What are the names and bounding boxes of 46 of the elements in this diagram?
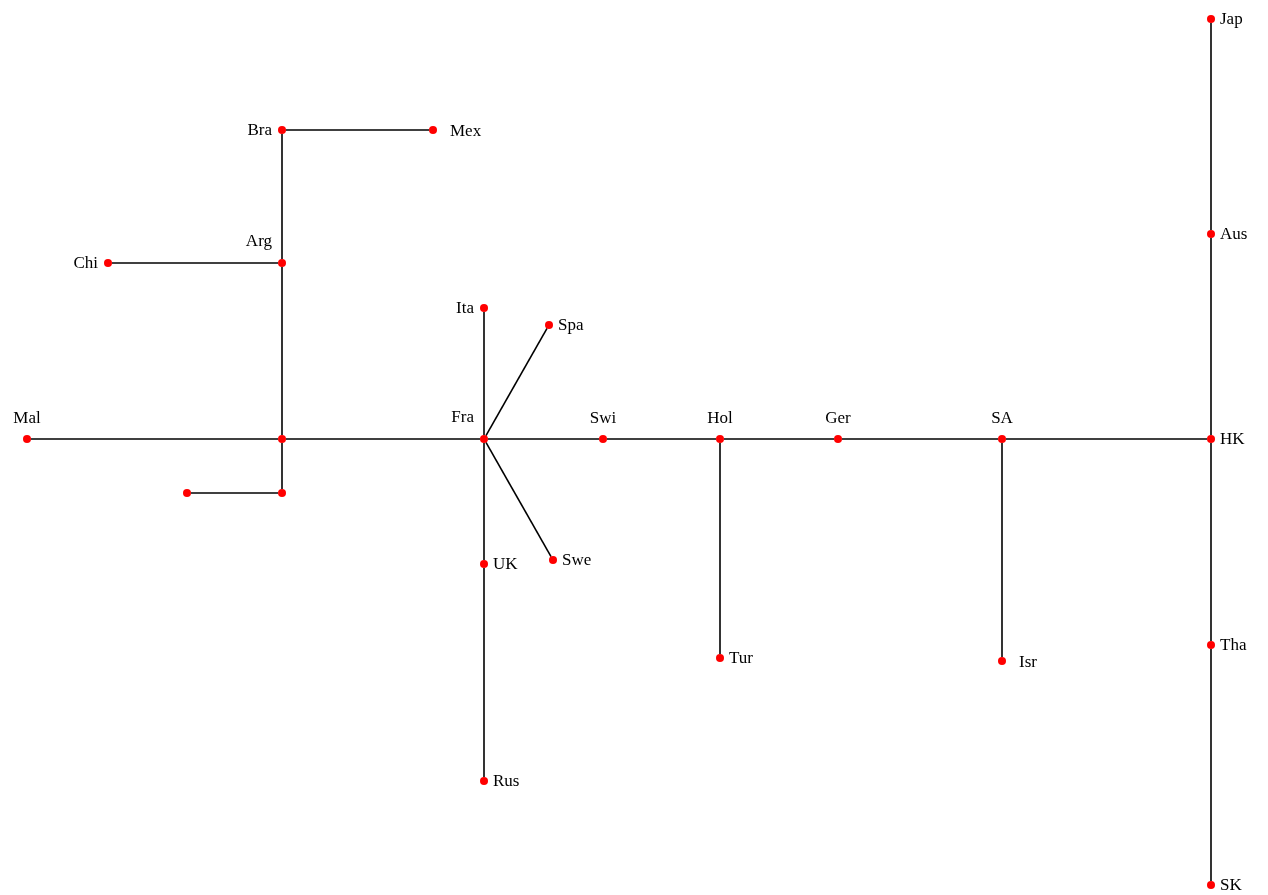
node-label: Aus	[1220, 223, 1248, 245]
connector-line	[190, 492, 279, 494]
connector-line	[483, 567, 485, 778]
node-label: Arg	[245, 230, 272, 252]
connector-line	[281, 442, 283, 490]
node-label: Jap	[1220, 8, 1243, 30]
node-label: Mex	[450, 120, 482, 142]
connector-line	[719, 442, 721, 655]
connector-line	[485, 441, 552, 558]
connector-line	[285, 129, 430, 131]
connector-line	[841, 438, 999, 440]
node-label: UK	[493, 553, 518, 575]
connector-line	[1210, 237, 1212, 436]
node-label: Ger	[825, 407, 851, 429]
connector-line	[285, 438, 481, 440]
node-label: Hol	[707, 407, 733, 429]
connector-line	[1005, 438, 1208, 440]
connector-line	[606, 438, 717, 440]
node-label: Chi	[73, 252, 98, 274]
connector-line	[723, 438, 835, 440]
node-label: SK	[1220, 874, 1242, 895]
node-label: Swi	[589, 407, 617, 429]
node-label: Swe	[562, 549, 592, 571]
connector-line	[1001, 442, 1003, 658]
connector-line	[30, 438, 279, 440]
connector-line	[483, 311, 485, 436]
connector-line	[1210, 442, 1212, 642]
node-label: HK	[1220, 428, 1245, 450]
connector-line	[281, 133, 283, 260]
connector-line	[1210, 648, 1212, 882]
connector-line	[485, 327, 548, 437]
node-label: Tha	[1220, 634, 1247, 656]
connector-line	[483, 442, 485, 561]
node-label: Spa	[558, 314, 584, 336]
connector-line	[281, 266, 283, 436]
connector-line	[111, 262, 279, 264]
connector-line	[1210, 22, 1212, 231]
node-label: Rus	[493, 770, 520, 792]
node-label: Ita	[456, 297, 474, 319]
node-label: Mal	[13, 407, 41, 429]
connector-line	[487, 438, 600, 440]
node-label: SA	[991, 407, 1013, 429]
node-label: Tur	[729, 647, 753, 669]
node-label: Bra	[247, 119, 272, 141]
node-label: Isr	[1019, 651, 1037, 673]
node-label: Fra	[451, 406, 474, 428]
